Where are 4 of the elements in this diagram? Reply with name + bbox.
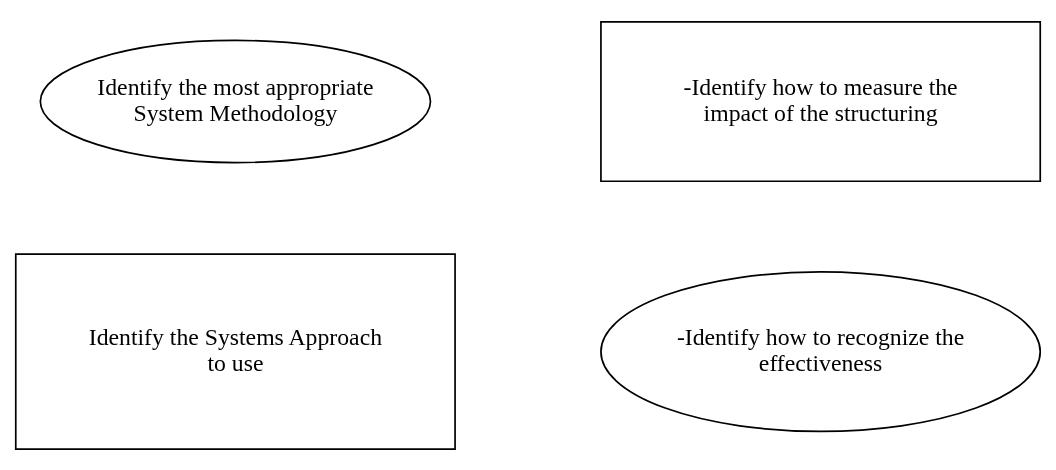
node-ellipse: Identify the most appropriate System Methodology	[39, 39, 432, 163]
node-box: -Identify how to measure the impact of the structuring	[600, 20, 1042, 182]
node-ellipse: -Identify how to recognize the effectiveness	[600, 270, 1042, 432]
node-box: Identify the Systems Approach to use	[14, 252, 456, 450]
